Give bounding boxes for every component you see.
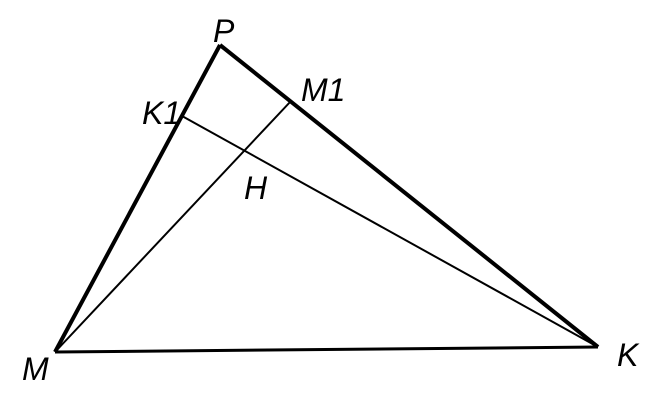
side-pm [53, 44, 222, 353]
altitude-k-k1 [181, 115, 599, 348]
label-m1: M1 [301, 72, 345, 108]
label-k1: K1 [142, 95, 181, 131]
side-mk [54, 345, 599, 354]
label-p: P [213, 13, 235, 49]
side-pk [218, 43, 600, 349]
label-h: H [244, 170, 268, 206]
label-m: M [22, 351, 49, 387]
altitude-m-m1 [54, 100, 292, 353]
label-k: K [617, 337, 640, 373]
